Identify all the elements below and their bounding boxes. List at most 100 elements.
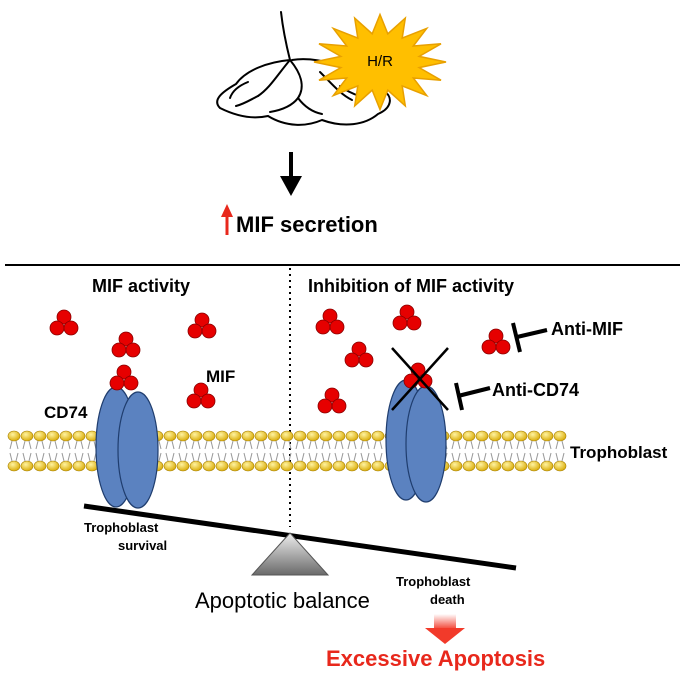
mif-monomer — [358, 352, 374, 368]
lipid-head — [462, 430, 476, 442]
lipid-head — [176, 460, 190, 472]
lipid-tail — [321, 452, 331, 462]
lipid-head — [72, 460, 86, 472]
lipid-tail — [22, 440, 32, 450]
mif-monomer — [63, 320, 79, 336]
lipid-tail — [490, 440, 500, 450]
lipid-tail — [22, 452, 32, 462]
lipid-head — [267, 430, 281, 442]
lipid-tail — [243, 440, 253, 450]
mif-monomer — [194, 312, 210, 328]
lipid-head — [358, 460, 372, 472]
lipid-head — [46, 460, 60, 472]
lipid-tail — [360, 440, 370, 450]
mif-monomer — [315, 319, 331, 335]
up-arrow-icon — [221, 204, 233, 235]
lipid-tail — [295, 452, 305, 462]
cd74-label: CD74 — [44, 403, 88, 422]
lipid-head — [319, 460, 333, 472]
lipid-head — [540, 460, 554, 472]
lipid-head — [462, 460, 476, 472]
lipid-tail — [308, 440, 318, 450]
lipid-tail — [217, 440, 227, 450]
lipid-head — [514, 460, 528, 472]
lipid-head — [371, 460, 385, 472]
lipid-tail — [204, 452, 214, 462]
mif-monomer — [111, 342, 127, 358]
mif-monomer — [488, 328, 504, 344]
lipid-bilayer — [7, 430, 567, 472]
lipid-tail — [230, 440, 240, 450]
lipid-tail — [35, 452, 45, 462]
lipid-head — [267, 460, 281, 472]
lipid-tail — [321, 440, 331, 450]
mif-monomer — [186, 393, 202, 409]
lipid-tail — [178, 452, 188, 462]
lipid-tail — [451, 440, 461, 450]
lipid-head — [7, 430, 21, 442]
mif-monomer — [201, 323, 217, 339]
lipid-head — [475, 430, 489, 442]
mif-trimer-icon — [111, 331, 141, 358]
lipid-tail — [477, 452, 487, 462]
lipid-tail — [529, 452, 539, 462]
lipid-tail — [217, 452, 227, 462]
mif-label: MIF — [206, 367, 235, 386]
mif-monomer — [406, 315, 422, 331]
lipid-head — [254, 460, 268, 472]
mif-trimer-icon — [49, 309, 79, 336]
lipid-head — [501, 460, 515, 472]
lipid-head — [254, 430, 268, 442]
lipid-head — [553, 460, 567, 472]
death-label-line2: death — [430, 592, 465, 607]
lipid-tail — [529, 440, 539, 450]
lipid-tail — [74, 440, 84, 450]
lipid-tail — [87, 440, 97, 450]
hr-label: H/R — [367, 53, 393, 70]
lipid-head — [449, 430, 463, 442]
lipid-head — [358, 430, 372, 442]
lipid-tail — [334, 452, 344, 462]
lipid-tail — [269, 452, 279, 462]
mif-monomer — [200, 393, 216, 409]
lipid-tail — [347, 440, 357, 450]
mif-monomer — [399, 304, 415, 320]
mif-monomer — [344, 352, 360, 368]
lipid-tail — [204, 440, 214, 450]
apoptotic-balance-label: Apoptotic balance — [195, 588, 370, 613]
lipid-tail — [178, 440, 188, 450]
lipid-tail — [35, 440, 45, 450]
lipid-tail — [9, 440, 19, 450]
mif-monomer — [193, 382, 209, 398]
lipid-head — [306, 430, 320, 442]
anti-mif-label: Anti-MIF — [551, 319, 623, 339]
lipid-head — [332, 430, 346, 442]
death-label-line1: Trophoblast — [396, 574, 471, 589]
lipid-head — [488, 430, 502, 442]
mif-trimer-icon — [109, 364, 139, 391]
lipid-head — [228, 460, 242, 472]
mif-trimer-icon — [481, 328, 511, 355]
mif-monomer — [116, 364, 132, 380]
mif-monomer — [331, 398, 347, 414]
lipid-tail — [464, 452, 474, 462]
lipid-head — [20, 430, 34, 442]
lipid-head — [176, 430, 190, 442]
mif-monomer — [317, 398, 333, 414]
mif-trimer-icon — [392, 304, 422, 331]
trophoblast-label: Trophoblast — [570, 443, 668, 462]
lipid-head — [280, 430, 294, 442]
lipid-tail — [9, 452, 19, 462]
lipid-tail — [256, 440, 266, 450]
lipid-head — [163, 460, 177, 472]
lipid-tail — [191, 452, 201, 462]
lipid-tail — [165, 440, 175, 450]
lipid-tail — [347, 452, 357, 462]
lipid-tail — [87, 452, 97, 462]
balance-fulcrum-icon — [250, 532, 330, 576]
balance-beam — [83, 503, 517, 571]
mif-monomer — [56, 309, 72, 325]
lipid-tail — [373, 440, 383, 450]
down-arrow-icon — [280, 152, 302, 196]
anti-cd74-inhibitor-icon — [454, 382, 491, 411]
